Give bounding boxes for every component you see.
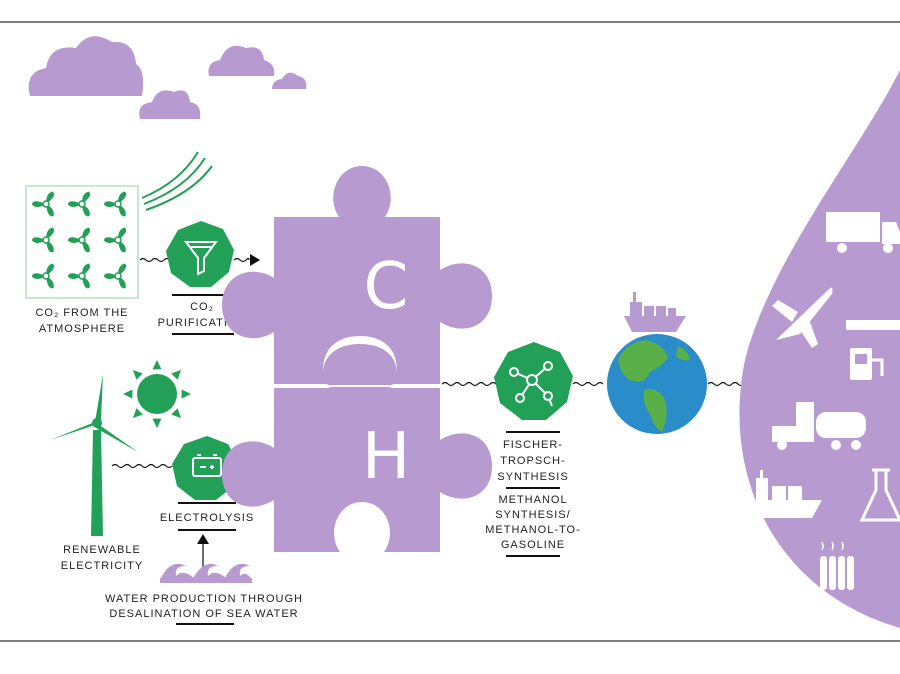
arrow-to-puzzle-top	[233, 257, 250, 263]
purification-badge	[166, 221, 234, 287]
label-water-line2: DESALINATION OF SEA WATER	[109, 608, 298, 620]
label-methanol-line2: SYNTHESIS/	[495, 509, 570, 521]
label-renewable-line1: RENEWABLE	[63, 544, 141, 556]
waves-icon	[160, 563, 252, 583]
filter-icon	[184, 241, 218, 276]
products-drop	[739, 70, 900, 628]
ship-icon	[624, 292, 686, 332]
globe-icon	[607, 334, 707, 434]
arrowhead	[197, 534, 209, 544]
wind-turbine-icon	[50, 374, 138, 536]
label-fischer-line1: FISCHER-	[503, 439, 563, 451]
sun-ray	[171, 408, 182, 419]
puzzle-piece-c	[222, 166, 492, 384]
cloud-icon	[272, 72, 307, 89]
label-methanol-line1: METHANOL	[498, 494, 567, 506]
cargo-ship-icon	[748, 470, 822, 518]
arrow-to-globe	[572, 381, 604, 387]
cloud-icon	[28, 36, 144, 96]
fan-icon	[67, 227, 91, 253]
label-co2-atmosphere-line2: ATMOSPHERE	[39, 323, 125, 335]
fan-grid	[31, 191, 127, 289]
airflow-lines	[141, 151, 213, 211]
plane-icon	[772, 287, 833, 348]
label-fischer-line2: TROPSCH-	[500, 455, 565, 467]
sun-ray	[171, 369, 182, 380]
label-purification-line2: PURIFICATION	[158, 317, 247, 329]
flask-icon	[859, 468, 900, 522]
arrow-to-synthesis	[441, 381, 497, 387]
puzzle-letter-h: H	[362, 420, 410, 494]
sun-ray	[123, 389, 133, 399]
label-electrolysis: ELECTROLYSIS	[160, 512, 254, 524]
fan-icon	[103, 263, 127, 289]
fan-icon	[31, 191, 55, 217]
fuel-station-icon	[846, 320, 900, 380]
fan-icon	[31, 227, 55, 253]
label-water-line1: WATER PRODUCTION THROUGH	[105, 593, 303, 605]
puzzle-letter-c: C	[364, 250, 409, 324]
electrolysis-badge	[172, 436, 239, 500]
cloud-icon	[208, 45, 275, 76]
label-renewable-line2: ELECTRICITY	[61, 560, 144, 572]
arrow-to-electrolysis	[111, 463, 173, 469]
molecule-icon	[509, 361, 553, 407]
sun-ray	[152, 360, 162, 370]
fan-icon	[67, 191, 91, 217]
battery-icon	[192, 454, 222, 477]
label-purification-line1: CO₂	[190, 301, 214, 313]
fan-icon	[67, 263, 91, 289]
arrow-to-purification	[139, 257, 171, 263]
fan-icon	[103, 191, 127, 217]
sun-ray	[132, 408, 143, 419]
label-methanol-line3: METHANOL-TO-	[485, 524, 581, 536]
label-fischer-line3: SYNTHESIS	[497, 471, 568, 483]
label-methanol-line4: GASOLINE	[501, 539, 565, 551]
synthesis-badge	[494, 342, 573, 420]
puzzle-piece-h	[222, 344, 492, 552]
sun-ray	[152, 418, 162, 428]
radiator-icon	[820, 541, 854, 590]
fan-grid-box	[25, 185, 139, 299]
cloud-icon	[139, 90, 201, 119]
sun-ray	[132, 369, 143, 380]
fan-icon	[31, 263, 55, 289]
sun-ray	[181, 389, 191, 399]
truck-icon	[826, 212, 900, 253]
arrowhead	[250, 254, 260, 266]
tanker-truck-icon	[772, 402, 866, 450]
fan-icon	[103, 227, 127, 253]
label-co2-atmosphere-line1: CO₂ FROM THE	[35, 307, 128, 319]
sun-icon	[123, 360, 191, 428]
